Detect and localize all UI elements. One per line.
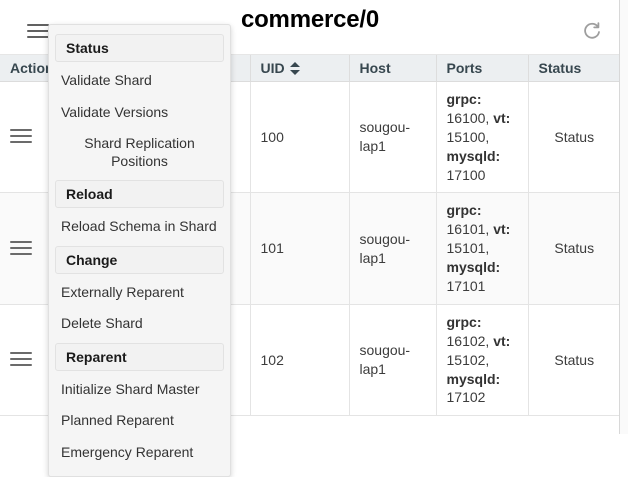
menu-item-delete-shard[interactable]: Delete Shard bbox=[61, 315, 143, 331]
ports-mysqld-value: 17101 bbox=[446, 278, 486, 295]
cell-ports: grpc: 16101, vt: 15101, mysqld: 17101 bbox=[436, 192, 529, 305]
refresh-icon[interactable] bbox=[580, 20, 604, 44]
menu-item-planned-reparent[interactable]: Planned Reparent bbox=[61, 412, 174, 428]
ports-grpc-label: grpc: bbox=[446, 91, 482, 107]
menu-group-header-status: Status bbox=[55, 34, 224, 62]
menu-item-validate-shard[interactable]: Validate Shard bbox=[61, 72, 152, 88]
ports-mysqld-label: mysqld: bbox=[446, 147, 501, 164]
cell-ports: grpc: 16102, vt: 15102, mysqld: 17102 bbox=[436, 304, 529, 417]
hamburger-line bbox=[10, 135, 32, 138]
page-title: commerce/0 bbox=[240, 6, 380, 33]
cell-status[interactable]: Status bbox=[528, 192, 620, 305]
ports-grpc-value: 16100, bbox=[446, 109, 490, 126]
ports-vt-label: vt: bbox=[493, 109, 511, 126]
hamburger-line bbox=[10, 352, 32, 355]
hamburger-line bbox=[10, 246, 32, 249]
hamburger-line bbox=[27, 36, 49, 38]
column-header-ports: Ports bbox=[436, 55, 529, 82]
hamburger-line bbox=[27, 30, 49, 32]
column-header-host: Host bbox=[349, 55, 437, 82]
hamburger-line bbox=[10, 252, 32, 255]
hamburger-line bbox=[27, 24, 49, 26]
shard-actions-menu: Status Validate Shard Validate Versions … bbox=[48, 24, 231, 477]
menu-group-header-reload: Reload bbox=[55, 180, 224, 208]
hamburger-line bbox=[10, 129, 32, 132]
ports-grpc-value: 16102, bbox=[446, 332, 490, 349]
menu-item-externally-reparent[interactable]: Externally Reparent bbox=[61, 283, 184, 300]
cell-host: sougou-lap1 bbox=[349, 304, 437, 417]
row-menu-icon[interactable] bbox=[10, 240, 32, 257]
hamburger-line bbox=[10, 240, 32, 243]
menu-item-reload-schema-in-shard[interactable]: Reload Schema in Shard bbox=[61, 218, 217, 234]
column-header-uid-label: UID bbox=[260, 60, 285, 76]
column-header-status: Status bbox=[528, 55, 620, 82]
menu-item-shard-replication-positions[interactable]: Shard Replication Positions bbox=[84, 135, 195, 169]
menu-item-emergency-reparent[interactable]: Emergency Reparent bbox=[61, 443, 194, 460]
ports-mysqld-value: 17100 bbox=[446, 166, 486, 183]
ports-vt-value: 15101, bbox=[446, 240, 490, 257]
ports-vt-value: 15102, bbox=[446, 351, 490, 368]
row-menu-icon[interactable] bbox=[10, 129, 32, 145]
ports-vt-label: vt: bbox=[493, 332, 511, 349]
menu-group-header-reparent: Reparent bbox=[55, 342, 224, 371]
cell-uid: 100 bbox=[250, 81, 350, 194]
cell-uid: 101 bbox=[250, 192, 350, 305]
column-header-uid[interactable]: UID bbox=[250, 55, 350, 82]
vertical-scrollbar[interactable] bbox=[619, 0, 628, 434]
row-menu-icon[interactable] bbox=[10, 352, 32, 368]
ports-grpc-value: 16101, bbox=[446, 221, 490, 238]
cell-uid: 102 bbox=[250, 304, 350, 417]
menu-group-header-change: Change bbox=[55, 245, 224, 274]
cell-status[interactable]: Status bbox=[528, 304, 620, 417]
sort-arrows-icon[interactable] bbox=[289, 62, 300, 75]
ports-grpc-label: grpc: bbox=[446, 313, 482, 330]
ports-mysqld-label: mysqld: bbox=[446, 259, 501, 276]
hamburger-line bbox=[10, 358, 32, 361]
ports-mysqld-value: 17102 bbox=[446, 389, 486, 406]
cell-status[interactable]: Status bbox=[528, 81, 620, 194]
ports-mysqld-label: mysqld: bbox=[446, 370, 501, 387]
ports-vt-label: vt: bbox=[493, 221, 511, 238]
menu-item-validate-versions[interactable]: Validate Versions bbox=[61, 103, 169, 120]
hamburger-line bbox=[10, 364, 32, 367]
ports-grpc-label: grpc: bbox=[446, 202, 482, 219]
cell-host: sougou-lap1 bbox=[349, 81, 437, 194]
hamburger-icon[interactable] bbox=[27, 24, 49, 40]
ports-vt-value: 15100, bbox=[446, 128, 490, 145]
cell-ports: grpc: 16100, vt: 15100, mysqld: 17100 bbox=[436, 81, 529, 194]
cell-host: sougou-lap1 bbox=[349, 192, 437, 305]
menu-item-initialize-shard-master[interactable]: Initialize Shard Master bbox=[61, 380, 200, 397]
table-row: 101 sougou-lap1 grpc: 16101, vt: 15101, … bbox=[0, 192, 620, 305]
hamburger-line bbox=[10, 141, 32, 144]
